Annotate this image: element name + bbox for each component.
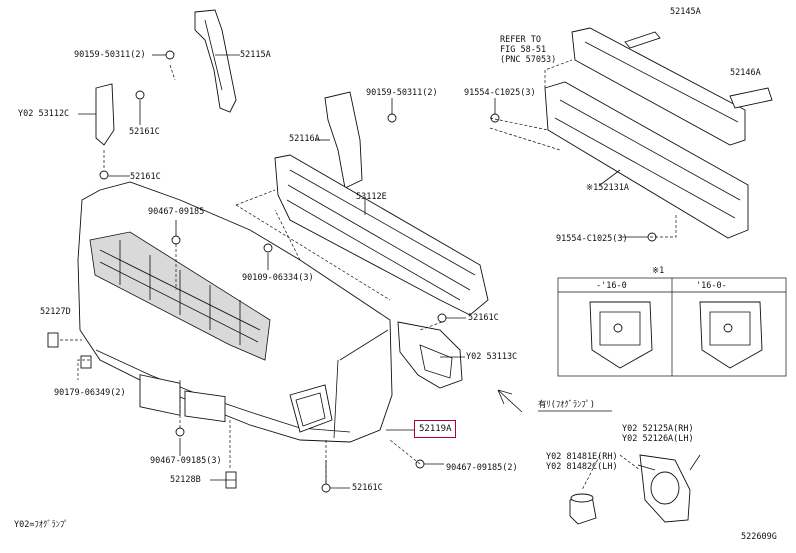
label-81482C: Y02 81482C(LH) — [546, 462, 618, 472]
label-52131A: ※152131A — [586, 183, 629, 193]
label-90467-a: 90467-09185 — [148, 207, 205, 217]
label-52127D: 52127D — [40, 307, 71, 317]
label-81481E: Y02 81481E(RH) — [546, 452, 618, 462]
label-52126A: Y02 52126A(LH) — [622, 434, 694, 444]
detail-box — [557, 277, 787, 377]
figure-id: 522609G — [741, 532, 777, 542]
label-52161C-d: 52161C — [352, 483, 383, 493]
footnote: Y02=ﾌｵｸﾞﾗﾝﾌﾟ — [14, 520, 69, 530]
label-90159-mid: 90159-50311(2) — [366, 88, 438, 98]
label-52161C-b: 52161C — [130, 172, 161, 182]
label-90109: 90109-06334(3) — [242, 273, 314, 283]
label-52125A: Y02 52125A(RH) — [622, 424, 694, 434]
direction-arrow — [497, 389, 523, 413]
fog-cover-53113C-drawing — [397, 321, 463, 389]
label-53112E: 53112E — [356, 192, 387, 202]
label-refer-1: REFER TO — [500, 35, 541, 45]
label-refer-2: FIG 58-51 — [500, 45, 547, 55]
highlight-52119A[interactable]: 52119A — [414, 420, 456, 438]
label-fog-note: 有ﾘ(ﾌｵｸﾞﾗﾝﾌﾟ) — [538, 400, 595, 410]
grille-53112E-drawing — [274, 154, 489, 316]
label-note-mark: ※1 — [652, 266, 665, 276]
label-90179: 90179-06349(2) — [54, 388, 126, 398]
label-refer-3: (PNC 57053) — [500, 55, 557, 65]
label-col2: '16-0- — [696, 281, 727, 291]
label-52119A: 52119A — [419, 424, 452, 434]
label-91554-bot: 91554-C1025(3) — [556, 234, 628, 244]
label-52146A: 52146A — [730, 68, 761, 78]
reinforcement-52131A-drawing — [544, 81, 749, 239]
label-Y02-53112C: Y02 53112C — [18, 109, 70, 119]
label-52161C-c: 52161C — [468, 313, 499, 323]
label-52145A: 52145A — [670, 7, 701, 17]
label-col1: -'16-0 — [596, 281, 627, 291]
label-Y02-53113C: Y02 53113C — [466, 352, 518, 362]
label-52116A: 52116A — [289, 134, 320, 144]
label-52128B: 52128B — [170, 475, 201, 485]
bumper-grille-drawing — [89, 231, 271, 361]
label-90467-c: 90467-09185(2) — [446, 463, 518, 473]
label-90159-top: 90159-50311(2) — [74, 50, 146, 60]
leader-lines — [78, 54, 701, 489]
bracket-52115A-drawing — [194, 9, 237, 113]
absorber-drawing — [571, 27, 746, 146]
phantom-lines — [60, 59, 677, 491]
label-91554-top: 91554-C1025(3) — [464, 88, 536, 98]
bracket-53112C-drawing — [95, 83, 115, 146]
label-90467-b: 90467-09185(3) — [150, 456, 222, 466]
label-52115A: 52115A — [240, 50, 271, 60]
label-52161C-a: 52161C — [129, 127, 160, 137]
bracket-52116A-drawing — [324, 91, 363, 189]
